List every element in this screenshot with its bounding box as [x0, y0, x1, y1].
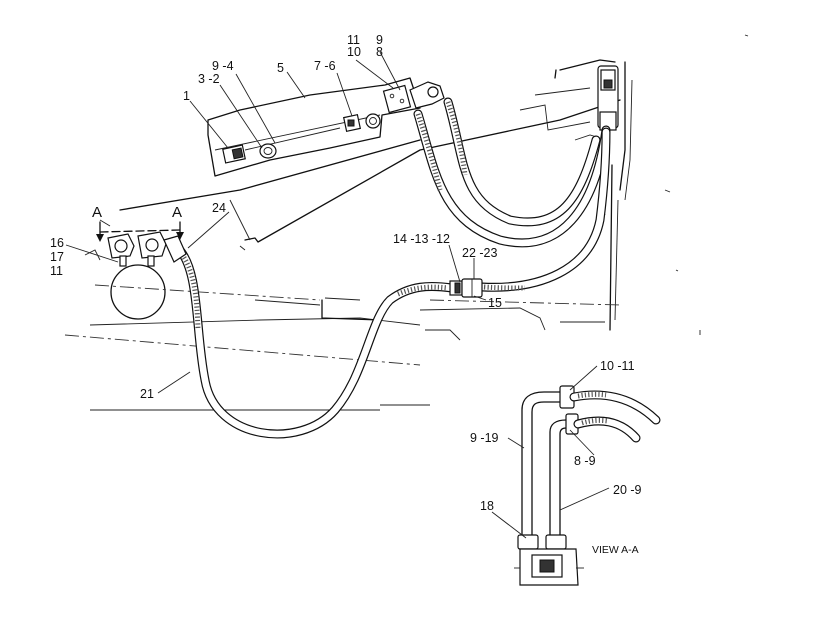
label-22-23: 22 -23 — [462, 246, 497, 260]
label-16: 16 — [50, 236, 64, 250]
label-24: 24 — [212, 201, 226, 215]
label-9-top: 9 — [376, 33, 383, 47]
elbow-fitting-top — [382, 81, 445, 114]
label-18: 18 — [480, 499, 494, 513]
label-9-4: 9 -4 — [212, 59, 234, 73]
label-8-9: 8 -9 — [574, 454, 596, 468]
label-21: 21 — [140, 387, 154, 401]
label-11-top: 11 — [347, 33, 360, 47]
hose-22-23 — [477, 127, 611, 292]
label-10-11: 10 -11 — [600, 359, 635, 373]
valve-block — [207, 77, 421, 177]
label-8-top: 8 — [376, 45, 383, 59]
elbow-fitting-right — [597, 65, 619, 131]
label-17: 17 — [50, 250, 64, 264]
view-a-a-detail — [514, 385, 661, 586]
part-labels: 1 3 -2 9 -4 5 7 -6 11 10 9 8 A A 24 16 1… — [50, 33, 642, 556]
label-5: 5 — [277, 61, 284, 75]
label-11-left: 11 — [50, 264, 63, 278]
left-fitting-block — [107, 231, 187, 267]
label-10-top: 10 — [347, 45, 361, 59]
label-14-13-12: 14 -13 -12 — [393, 232, 450, 246]
label-a-right: A — [172, 204, 182, 221]
label-7-6: 7 -6 — [314, 59, 336, 73]
label-3-2: 3 -2 — [198, 72, 220, 86]
label-9-19: 9 -19 — [470, 431, 499, 445]
hose-upper-loop — [413, 97, 611, 248]
section-marker-a-a — [96, 221, 184, 242]
label-1: 1 — [183, 89, 190, 103]
hose-21 — [173, 243, 457, 439]
label-a-left: A — [92, 204, 102, 221]
label-20-9: 20 -9 — [613, 483, 642, 497]
leader-lines — [65, 51, 610, 539]
view-a-a-caption: VIEW A-A — [592, 544, 639, 556]
mid-coupling — [449, 278, 483, 298]
label-15: 15 — [488, 296, 502, 310]
